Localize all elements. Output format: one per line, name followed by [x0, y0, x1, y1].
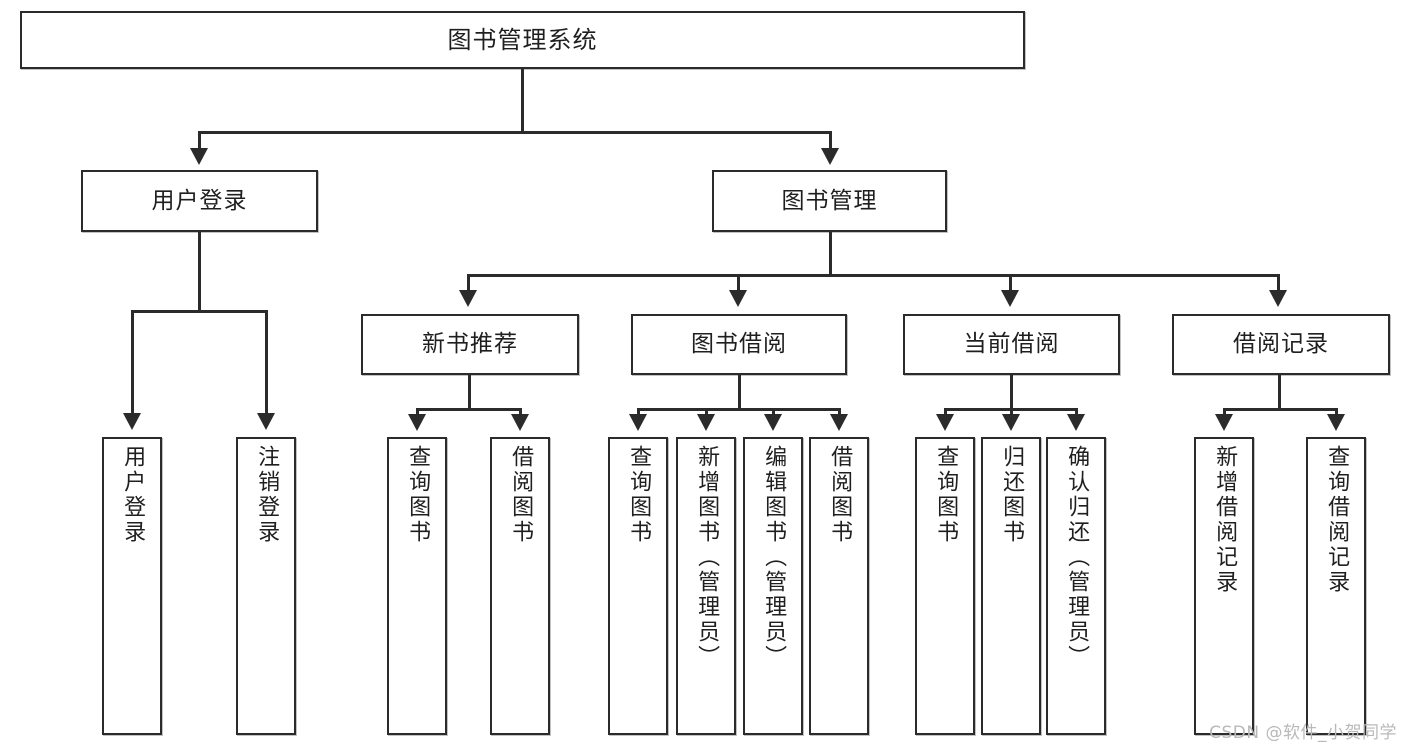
leaf-book-borrow-borrow[interactable]: 借阅图书: [809, 437, 869, 735]
arrowhead-new-book-leaf1: [408, 414, 426, 431]
edge-book-borrow-bus: [637, 408, 841, 411]
arrowhead-new-book-leaf2: [511, 414, 529, 431]
node-root-system[interactable]: 图书管理系统: [20, 11, 1025, 69]
edge-root-stem: [521, 69, 524, 133]
arrowhead-book-borrow-leaf4: [830, 414, 848, 431]
arrowhead-book-borrow-leaf2: [697, 414, 715, 431]
edge-to-borrow-record: [1277, 274, 1280, 292]
edge-borrow-record-bus: [1223, 408, 1338, 411]
node-user-login[interactable]: 用户登录: [81, 170, 318, 232]
arrowhead-book-borrow-leaf3: [764, 414, 782, 431]
leaf-current-borrow-query[interactable]: 查询图书: [915, 437, 975, 735]
node-label: 新增图书（管理员）: [694, 445, 720, 670]
edge-to-current-borrow: [1009, 274, 1012, 292]
node-label: 借阅记录: [1233, 331, 1329, 358]
node-label: 用户登录: [120, 445, 146, 545]
node-label: 用户登录: [151, 187, 248, 214]
node-borrow-record[interactable]: 借阅记录: [1172, 314, 1390, 375]
edge-book-borrow-leaf4: [838, 408, 841, 416]
leaf-book-borrow-query[interactable]: 查询图书: [608, 437, 668, 735]
leaf-current-borrow-return[interactable]: 归还图书: [981, 437, 1041, 735]
node-book-borrow[interactable]: 图书借阅: [631, 314, 847, 375]
leaf-borrow-record-add[interactable]: 新增借阅记录: [1194, 437, 1254, 735]
arrowhead-book-mgmt: [821, 148, 839, 165]
node-label: 查询图书: [626, 445, 652, 545]
arrowhead-current-borrow-leaf2: [1002, 414, 1020, 431]
edge-user-login-stem: [198, 232, 201, 312]
edge-current-borrow-leaf2: [1010, 408, 1013, 416]
edge-new-book-bus: [416, 408, 522, 411]
node-label: 查询图书: [405, 445, 431, 545]
arrowhead-user-login-leaf1: [123, 413, 141, 430]
leaf-new-book-borrow[interactable]: 借阅图书: [490, 437, 550, 735]
edge-to-book-mgmt: [829, 131, 832, 151]
edge-to-user-login: [198, 131, 201, 151]
arrowhead-borrow-record-leaf2: [1327, 414, 1345, 431]
node-label: 图书管理: [781, 187, 878, 214]
node-current-borrow[interactable]: 当前借阅: [903, 314, 1120, 375]
node-label: 借阅图书: [827, 445, 853, 545]
node-label: 查询图书: [933, 445, 959, 545]
edge-book-borrow-leaf3: [772, 408, 775, 416]
arrowhead-user-login-leaf2: [257, 413, 275, 430]
edge-current-borrow-leaf1: [944, 408, 947, 416]
node-label: 当前借阅: [963, 331, 1060, 358]
edge-borrow-record-leaf2: [1335, 408, 1338, 416]
edge-to-new-book: [467, 274, 470, 292]
edge-borrow-record-stem: [1278, 375, 1281, 410]
edge-book-borrow-leaf1: [637, 408, 640, 416]
edge-level3-bus: [467, 274, 1280, 277]
node-label: 编辑图书（管理员）: [761, 445, 787, 670]
edge-borrow-record-leaf1: [1223, 408, 1226, 416]
node-label: 新书推荐: [422, 331, 518, 358]
edge-new-book-stem: [468, 375, 471, 410]
arrowhead-current-borrow-leaf1: [936, 414, 954, 431]
edge-book-borrow-stem: [738, 375, 741, 410]
node-new-book-recommend[interactable]: 新书推荐: [361, 314, 579, 375]
edge-user-login-leaf2: [265, 310, 268, 415]
node-book-management[interactable]: 图书管理: [712, 170, 947, 232]
edge-user-login-leaf1: [131, 310, 134, 415]
leaf-user-login-login[interactable]: 用户登录: [102, 437, 162, 735]
arrowhead-current-borrow-leaf3: [1067, 414, 1085, 431]
leaf-new-book-query[interactable]: 查询图书: [387, 437, 447, 735]
arrowhead-borrow-record-leaf1: [1215, 414, 1233, 431]
leaf-user-login-logout[interactable]: 注销登录: [236, 437, 296, 735]
edge-to-book-borrow: [737, 274, 740, 292]
edge-level2-bus: [198, 131, 832, 134]
node-label: 图书借阅: [691, 331, 787, 358]
watermark: CSDN @软件_小贺同学: [1209, 723, 1397, 743]
arrowhead-new-book: [459, 290, 477, 307]
arrowhead-book-borrow: [729, 290, 747, 307]
node-label: 新增借阅记录: [1212, 445, 1238, 595]
arrowhead-user-login: [190, 148, 208, 165]
edge-current-borrow-leaf3: [1075, 408, 1078, 416]
leaf-borrow-record-query[interactable]: 查询借阅记录: [1306, 437, 1366, 735]
edge-user-login-bus: [131, 310, 268, 313]
edge-new-book-leaf1: [416, 408, 419, 416]
node-label: 图书管理系统: [447, 26, 598, 54]
edge-book-mgmt-stem: [829, 232, 832, 276]
arrowhead-borrow-record: [1269, 290, 1287, 307]
node-label: 注销登录: [254, 445, 280, 545]
node-label: 确认归还（管理员）: [1064, 445, 1090, 670]
leaf-book-borrow-add[interactable]: 新增图书（管理员）: [676, 437, 736, 735]
arrowhead-book-borrow-leaf1: [629, 414, 647, 431]
node-label: 查询借阅记录: [1324, 445, 1350, 595]
node-label: 归还图书: [999, 445, 1025, 545]
leaf-current-borrow-confirm[interactable]: 确认归还（管理员）: [1046, 437, 1106, 735]
edge-book-borrow-leaf2: [705, 408, 708, 416]
leaf-book-borrow-edit[interactable]: 编辑图书（管理员）: [743, 437, 803, 735]
edge-new-book-leaf2: [519, 408, 522, 416]
edge-current-borrow-stem: [1010, 375, 1013, 410]
node-label: 借阅图书: [508, 445, 534, 545]
arrowhead-current-borrow: [1001, 290, 1019, 307]
